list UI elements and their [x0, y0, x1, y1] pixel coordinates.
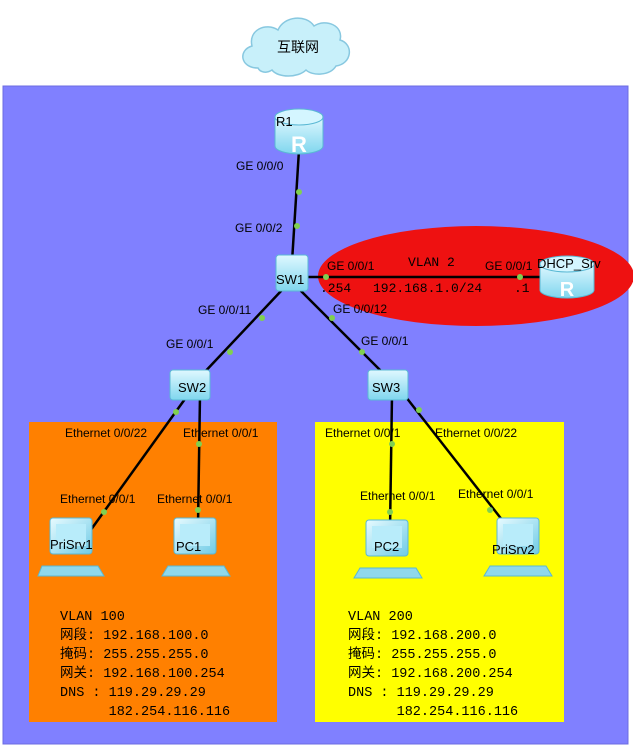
port-dot — [227, 349, 233, 355]
switch-sw3[interactable]: SW3 — [367, 369, 409, 401]
port-label-sw1-left-down: GE 0/0/11 — [198, 303, 251, 317]
internet-cloud: 互联网 — [242, 17, 350, 77]
router-r1[interactable]: R R1 — [274, 108, 324, 157]
port-label-pc1-up: Ethernet 0/0/1 — [157, 492, 233, 506]
link-sw2-pc1 — [196, 394, 202, 526]
vlan2-sw1-address: .254 — [320, 281, 351, 296]
r1-label: R1 — [276, 114, 293, 129]
router-icon — [274, 116, 324, 155]
pc-pc1[interactable]: PC1 — [161, 517, 231, 577]
vlan2-title: VLAN 2 — [408, 255, 455, 270]
sw2-label: SW2 — [178, 380, 206, 395]
port-dot — [173, 409, 179, 415]
port-dot — [416, 407, 422, 413]
port-label-sw3-left-down: Ethernet 0/0/1 — [325, 426, 401, 440]
port-dot — [294, 223, 300, 229]
port-dot — [329, 315, 335, 321]
port-dot — [101, 509, 107, 515]
svg-text:R: R — [560, 279, 575, 301]
dhcp-label: DHCP_Srv — [537, 256, 601, 271]
link-sw3-prisrv2 — [401, 391, 511, 531]
link-sw1-sw3 — [299, 289, 388, 378]
port-label-sw2-up: GE 0/0/1 — [166, 337, 214, 351]
vlan2-network: 192.168.1.0/24 — [373, 281, 482, 296]
port-dot — [517, 274, 523, 280]
vlan200-title: VLAN 200 — [348, 610, 413, 625]
vlan100-line: DNS : 119.29.29.29 — [60, 686, 206, 701]
port-label-sw2-right-down: Ethernet 0/0/1 — [183, 426, 259, 440]
vlan100-line: 网段: 192.168.100.0 — [60, 627, 209, 644]
computer-base — [483, 565, 553, 577]
links — [83, 149, 545, 539]
vlan100-line: 掩码: 255.255.255.0 — [60, 646, 209, 663]
port-label-sw2-left-down: Ethernet 0/0/22 — [65, 426, 147, 440]
port-dot — [487, 507, 493, 513]
computer-base — [37, 565, 105, 577]
vlan200-info: VLAN 200 网段: 192.168.200.0 掩码: 255.255.2… — [348, 610, 518, 720]
cloud-icon — [242, 17, 350, 77]
router-icon — [539, 263, 595, 299]
port-label-sw1-right: GE 0/0/1 — [327, 259, 375, 273]
router-top — [539, 255, 595, 273]
internet-label: 互联网 — [277, 40, 319, 56]
pc-pc2[interactable]: PC2 — [353, 519, 423, 579]
prisrv1-label: PriSrv1 — [50, 537, 93, 552]
switch-icon — [275, 254, 309, 292]
switch-icon — [367, 369, 409, 401]
sw1-label: SW1 — [276, 272, 304, 287]
port-dot — [296, 189, 302, 195]
pc-prisrv1[interactable]: PriSrv1 — [37, 517, 105, 577]
port-label-pc2-up: Ethernet 0/0/1 — [360, 489, 436, 503]
pc-prisrv2[interactable]: PriSrv2 — [483, 517, 553, 577]
computer-base — [161, 565, 231, 577]
link-sw3-pc2 — [388, 394, 394, 531]
port-label-sw3-up: GE 0/0/1 — [361, 334, 409, 348]
link-sw1-sw2 — [199, 289, 283, 378]
vlan200-line: 掩码: 255.255.255.0 — [348, 646, 497, 663]
router-dhcp-srv[interactable]: R DHCP_Srv — [537, 255, 601, 301]
port-label-dhcp-left: GE 0/0/1 — [485, 259, 533, 273]
vlan100-line: 网关: 192.168.100.254 — [60, 665, 225, 682]
computer-base — [353, 567, 423, 579]
vlan100-line: 182.254.116.116 — [60, 705, 230, 720]
port-label-prisrv2-up: Ethernet 0/0/1 — [458, 487, 534, 501]
router-top — [274, 108, 324, 126]
port-dot — [323, 274, 329, 280]
sw3-label: SW3 — [372, 380, 400, 395]
svg-text:R: R — [291, 132, 307, 157]
port-label-sw1-up: GE 0/0/2 — [235, 221, 283, 235]
port-dot — [359, 349, 365, 355]
port-dot — [259, 315, 265, 321]
pc1-label: PC1 — [176, 539, 201, 554]
vlan200-line: DNS : 119.29.29.29 — [348, 686, 494, 701]
port-dot — [195, 507, 201, 513]
pc2-label: PC2 — [374, 539, 399, 554]
port-dots — [101, 189, 523, 515]
switch-icon — [169, 369, 211, 401]
vlan2-dhcp-address: .1 — [514, 281, 530, 296]
vlan100-info: VLAN 100 网段: 192.168.100.0 掩码: 255.255.2… — [60, 610, 230, 720]
vlan200-line: 网关: 192.168.200.254 — [348, 665, 513, 682]
port-label-sw3-right-down: Ethernet 0/0/22 — [435, 426, 517, 440]
vlan200-line: 182.254.116.116 — [348, 705, 518, 720]
link-r1-sw1 — [290, 149, 301, 263]
port-label-r1-down: GE 0/0/0 — [236, 159, 284, 173]
port-dot — [196, 441, 202, 447]
switch-sw2[interactable]: SW2 — [169, 369, 211, 401]
port-label-prisrv1-up: Ethernet 0/0/1 — [60, 492, 136, 506]
prisrv2-label: PriSrv2 — [492, 542, 535, 557]
switch-sw1[interactable]: SW1 — [275, 254, 309, 292]
vlan200-line: 网段: 192.168.200.0 — [348, 627, 497, 644]
port-dot — [389, 441, 395, 447]
port-dot — [387, 509, 393, 515]
vlan100-title: VLAN 100 — [60, 610, 125, 625]
port-label-sw1-right-down: GE 0/0/12 — [333, 302, 387, 316]
